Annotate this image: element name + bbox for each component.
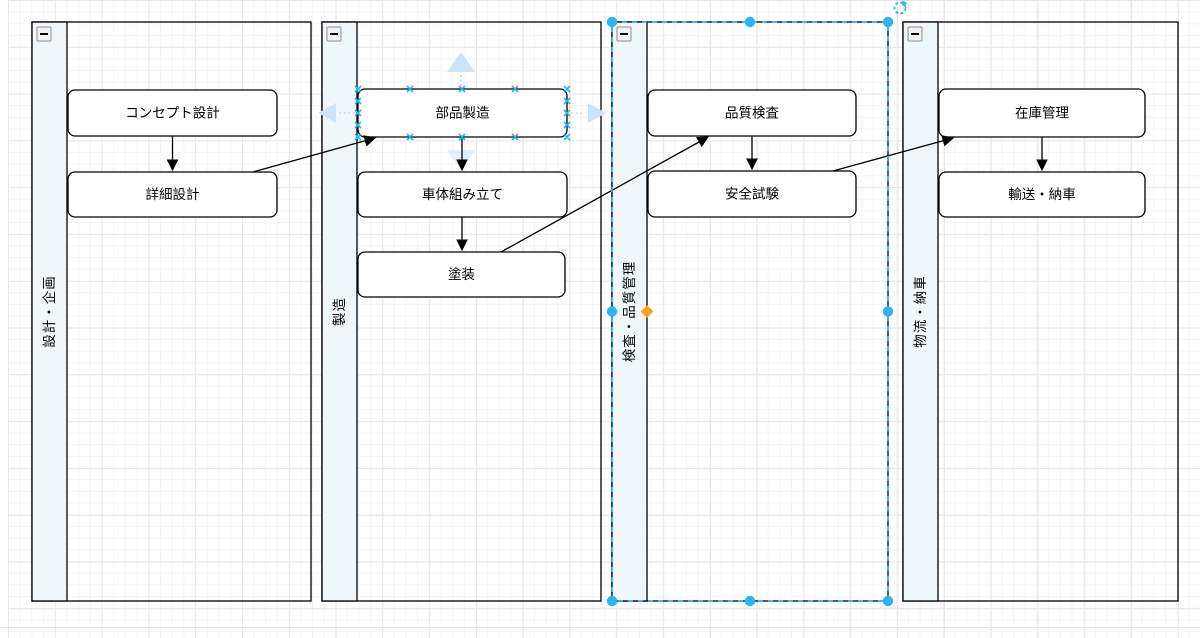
- swimlane-design-planning[interactable]: 設計・企画: [31, 21, 312, 602]
- direction-arrow-left-glyph: [318, 103, 336, 123]
- painting-label: 塗装: [448, 266, 475, 282]
- edge-detailed-to-parts[interactable]: [252, 135, 377, 173]
- inventory-management-box[interactable]: 在庫管理: [938, 88, 1146, 138]
- swimlane-manufacturing-title-strip[interactable]: [321, 21, 358, 602]
- direction-arrow-up-glyph: [447, 52, 475, 72]
- body-assembly-box[interactable]: 車体組み立て: [357, 171, 568, 218]
- transport-delivery-shape[interactable]: [938, 171, 1146, 218]
- direction-arrow-down-icon[interactable]: [447, 140, 475, 170]
- detailed-design-label: 詳細設計: [146, 187, 200, 202]
- edge-safety-to-inventory[interactable]: [832, 135, 955, 172]
- parts-manufacturing-box[interactable]: 部品製造: [357, 88, 568, 138]
- swimlane-design-planning-title: 設計・企画: [41, 275, 57, 348]
- rotate-handle-circle: [893, 1, 907, 15]
- safety-testing-box[interactable]: 安全試験: [647, 170, 857, 218]
- swimlane-logistics-delivery-title-strip[interactable]: [902, 21, 939, 602]
- painting-shape[interactable]: [357, 251, 566, 298]
- body-assembly-label: 車体組み立て: [422, 187, 503, 202]
- inventory-management-label: 在庫管理: [1015, 106, 1069, 121]
- edge-painting-to-quality[interactable]: [500, 136, 710, 253]
- direction-arrow-right-glyph: [588, 103, 606, 123]
- edge-line[interactable]: [832, 135, 955, 172]
- swimlane-logistics-delivery-title: 物流・納車: [913, 275, 928, 348]
- parts-manufacturing-label: 部品製造: [436, 106, 490, 121]
- swimlane-manufacturing[interactable]: 製造: [321, 21, 602, 602]
- swimlane-design-planning-title-strip[interactable]: [31, 21, 68, 602]
- resize-handle-sw[interactable]: [606, 595, 618, 607]
- page-margin: [0, 0, 8, 638]
- collapse-lane-icon[interactable]: [326, 26, 342, 42]
- painting-box[interactable]: 塗装: [357, 251, 566, 298]
- quality-inspection-label: 品質検査: [725, 106, 779, 121]
- collapse-lane-icon[interactable]: [616, 26, 632, 42]
- direction-arrow-up-icon[interactable]: [447, 52, 475, 86]
- swimlane-inspection-quality-title: 検査・品質管理: [622, 261, 637, 363]
- quality-inspection-box[interactable]: 品質検査: [647, 89, 857, 137]
- detailed-design-box[interactable]: 詳細設計: [67, 171, 278, 218]
- transport-delivery-box[interactable]: 輸送・納車: [938, 171, 1146, 218]
- resize-handle-n[interactable]: [744, 16, 756, 28]
- resize-handle-ne[interactable]: [882, 16, 894, 28]
- connection-point-icons[interactable]: [354, 85, 571, 141]
- resize-handle-se[interactable]: [882, 595, 894, 607]
- page-edge-line: [0, 627, 1200, 628]
- direction-arrow-left-icon[interactable]: [318, 103, 354, 123]
- collapse-lane-icon[interactable]: [36, 26, 52, 42]
- swimlane-manufacturing-title: 製造: [332, 297, 347, 326]
- safety-testing-shape[interactable]: [647, 170, 857, 218]
- edge-line[interactable]: [252, 135, 377, 173]
- resize-handle-s[interactable]: [744, 595, 756, 607]
- resize-handle-w[interactable]: [606, 306, 618, 317]
- rotate-handle-icon[interactable]: [893, 0, 908, 15]
- edge-line[interactable]: [500, 136, 710, 253]
- rotate-handle-arrow: [902, 0, 908, 7]
- direction-arrow-right-icon[interactable]: [571, 103, 606, 123]
- transport-delivery-label: 輸送・納車: [1008, 187, 1076, 202]
- safety-testing-label: 安全試験: [725, 186, 779, 202]
- concept-design-label: コンセプト設計: [125, 106, 220, 121]
- swimlane-logistics-delivery[interactable]: 物流・納車: [902, 21, 1179, 602]
- detailed-design-shape[interactable]: [67, 171, 278, 218]
- collapse-lane-icon[interactable]: [907, 26, 923, 42]
- concept-design-box[interactable]: コンセプト設計: [67, 89, 278, 137]
- direction-arrow-down-glyph: [447, 150, 475, 170]
- resize-handle-e[interactable]: [882, 306, 894, 317]
- resize-handle-nw[interactable]: [606, 16, 618, 28]
